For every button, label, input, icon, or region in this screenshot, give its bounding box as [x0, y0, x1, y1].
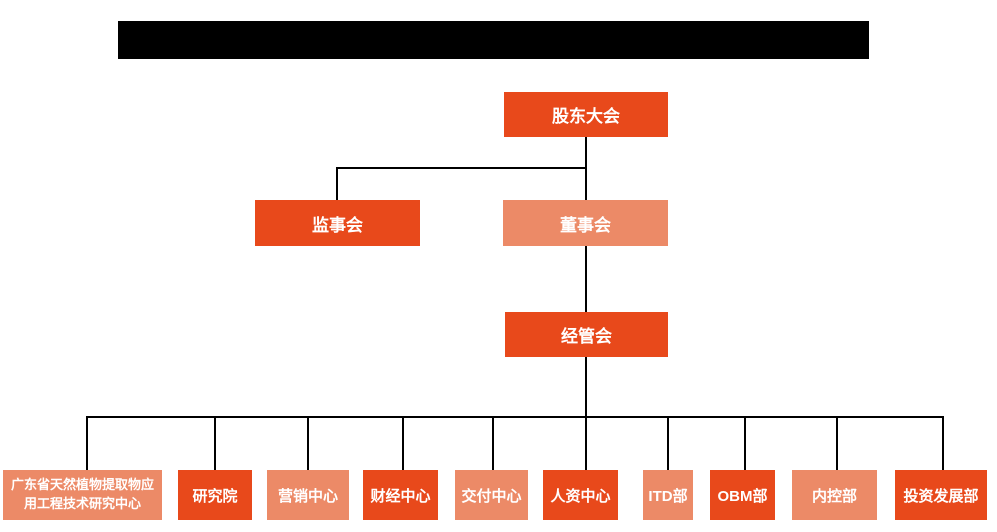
node-dept-investment-development: 投资发展部	[895, 470, 987, 520]
node-label: 广东省天然植物提取物应用工程技术研究中心	[10, 477, 154, 511]
connector-management-to-bus	[585, 357, 587, 417]
connector-dept-drop	[836, 416, 838, 470]
node-label: 投资发展部	[903, 487, 979, 505]
connector-department-bus	[86, 416, 944, 418]
node-dept-marketing-center: 营销中心	[267, 470, 349, 520]
connector-dept-drop	[492, 416, 494, 470]
node-label: 营销中心	[277, 487, 338, 505]
node-label: 研究院	[192, 487, 238, 505]
connector-dept-drop	[585, 416, 587, 470]
connector-dept-drop	[214, 416, 216, 470]
connector-board-to-management	[585, 246, 587, 313]
node-label: 内控部	[811, 487, 857, 505]
node-board-of-directors: 董事会	[503, 200, 668, 246]
node-dept-research-center: 广东省天然植物提取物应用工程技术研究中心	[3, 470, 162, 520]
node-management-committee: 经管会	[505, 312, 668, 357]
node-label: 经管会	[561, 327, 612, 346]
connector-root-vertical	[585, 137, 587, 201]
redacted-title-bar	[118, 21, 869, 59]
connector-supervisory-drop	[336, 167, 338, 201]
node-label: 监事会	[312, 215, 363, 235]
node-dept-delivery-center: 交付中心	[455, 470, 528, 520]
node-label: 股东大会	[552, 107, 620, 126]
node-dept-research-institute: 研究院	[178, 470, 252, 520]
connector-dept-drop	[942, 416, 944, 470]
node-dept-hr-center: 人资中心	[543, 470, 618, 520]
connector-dept-drop	[402, 416, 404, 470]
connector-branch-horizontal	[336, 167, 587, 169]
node-shareholders-meeting: 股东大会	[504, 92, 668, 137]
node-dept-internal-control: 内控部	[792, 470, 877, 520]
node-dept-finance-center: 财经中心	[363, 470, 438, 520]
node-label: 交付中心	[461, 487, 522, 505]
connector-dept-drop	[667, 416, 669, 470]
node-label: 财经中心	[370, 487, 431, 505]
node-label: 人资中心	[550, 487, 611, 505]
node-dept-itd: ITD部	[643, 470, 693, 520]
connector-dept-drop	[86, 416, 88, 470]
node-supervisory-board: 监事会	[255, 200, 420, 246]
connector-dept-drop	[744, 416, 746, 470]
node-label: ITD部	[648, 487, 688, 505]
node-label: OBM部	[717, 487, 768, 505]
node-dept-obm: OBM部	[710, 470, 775, 520]
connector-dept-drop	[307, 416, 309, 470]
node-label: 董事会	[560, 215, 611, 235]
